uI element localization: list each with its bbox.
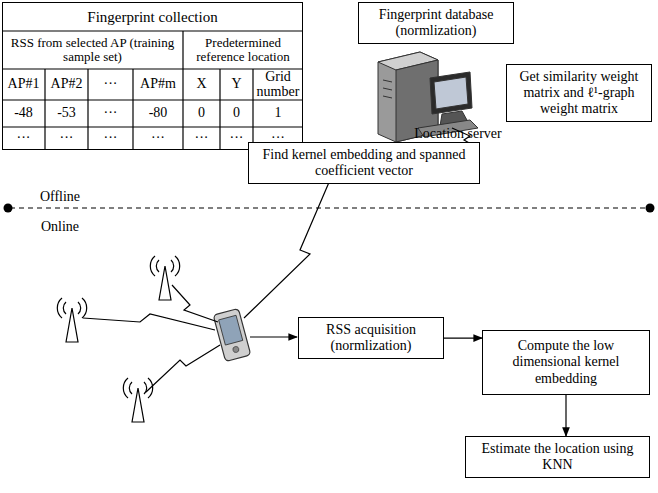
column-header: AP#2 [45,69,88,100]
box-text: RSS acquisition (normlization) [305,322,437,354]
table-cell: 0 [220,100,253,127]
table-cell: -48 [2,100,45,127]
device-label: Location server [410,126,506,142]
process-box: Compute the low dimensional kernel embed… [482,330,650,395]
column-header: ··· [88,69,133,100]
arrow [250,336,297,337]
column-header: AP#1 [2,69,45,100]
table-cell: 1 [253,100,303,127]
process-box: Find kernel embedding and spanned coeffi… [248,142,480,184]
table-frame: Fingerprint collection [2,2,303,150]
table-cell: ··· [133,127,183,150]
box-text: Fingerprint database (normlization) [365,7,507,39]
column-header: Grid number [253,69,303,100]
table-cell: ··· [220,127,253,150]
table-grid [2,31,303,150]
arrow-connector [565,395,566,436]
table-header: Predetermined reference location [183,31,303,69]
table-header: RSS from selected AP (training sample se… [2,31,183,69]
column-header: X [183,69,220,100]
box-text: Estimate the location using KNN [472,441,643,473]
box-text: Get similarity weight matrix and ℓ¹-grap… [513,69,645,117]
box-text: Find kernel embedding and spanned coeffi… [255,147,473,179]
table-cell: -53 [45,100,88,127]
table-cell: ··· [88,100,133,127]
table-cell: ··· [88,127,133,150]
table-cell: 0 [183,100,220,127]
table-cell: ··· [2,127,45,150]
table-title: Fingerprint collection [87,9,217,26]
process-box: RSS acquisition (normlization) [298,317,444,359]
column-header: AP#m [133,69,183,100]
process-box: Estimate the location using KNN [465,436,650,478]
divider [4,204,655,213]
table-cell: ··· [253,127,303,150]
box-text: Compute the low dimensional kernel embed… [489,338,643,386]
phase-label: Online [30,218,90,236]
antenna-towers [57,256,179,422]
table-cell: ··· [45,127,88,150]
column-header: Y [220,69,253,100]
process-box: Get similarity weight matrix and ℓ¹-grap… [506,64,652,122]
table-cell: -80 [133,100,183,127]
phase-label: Offline [30,188,90,206]
arrow-connector [444,337,482,338]
process-box: Fingerprint database (normlization) [358,2,514,44]
table-cell: ··· [183,127,220,150]
